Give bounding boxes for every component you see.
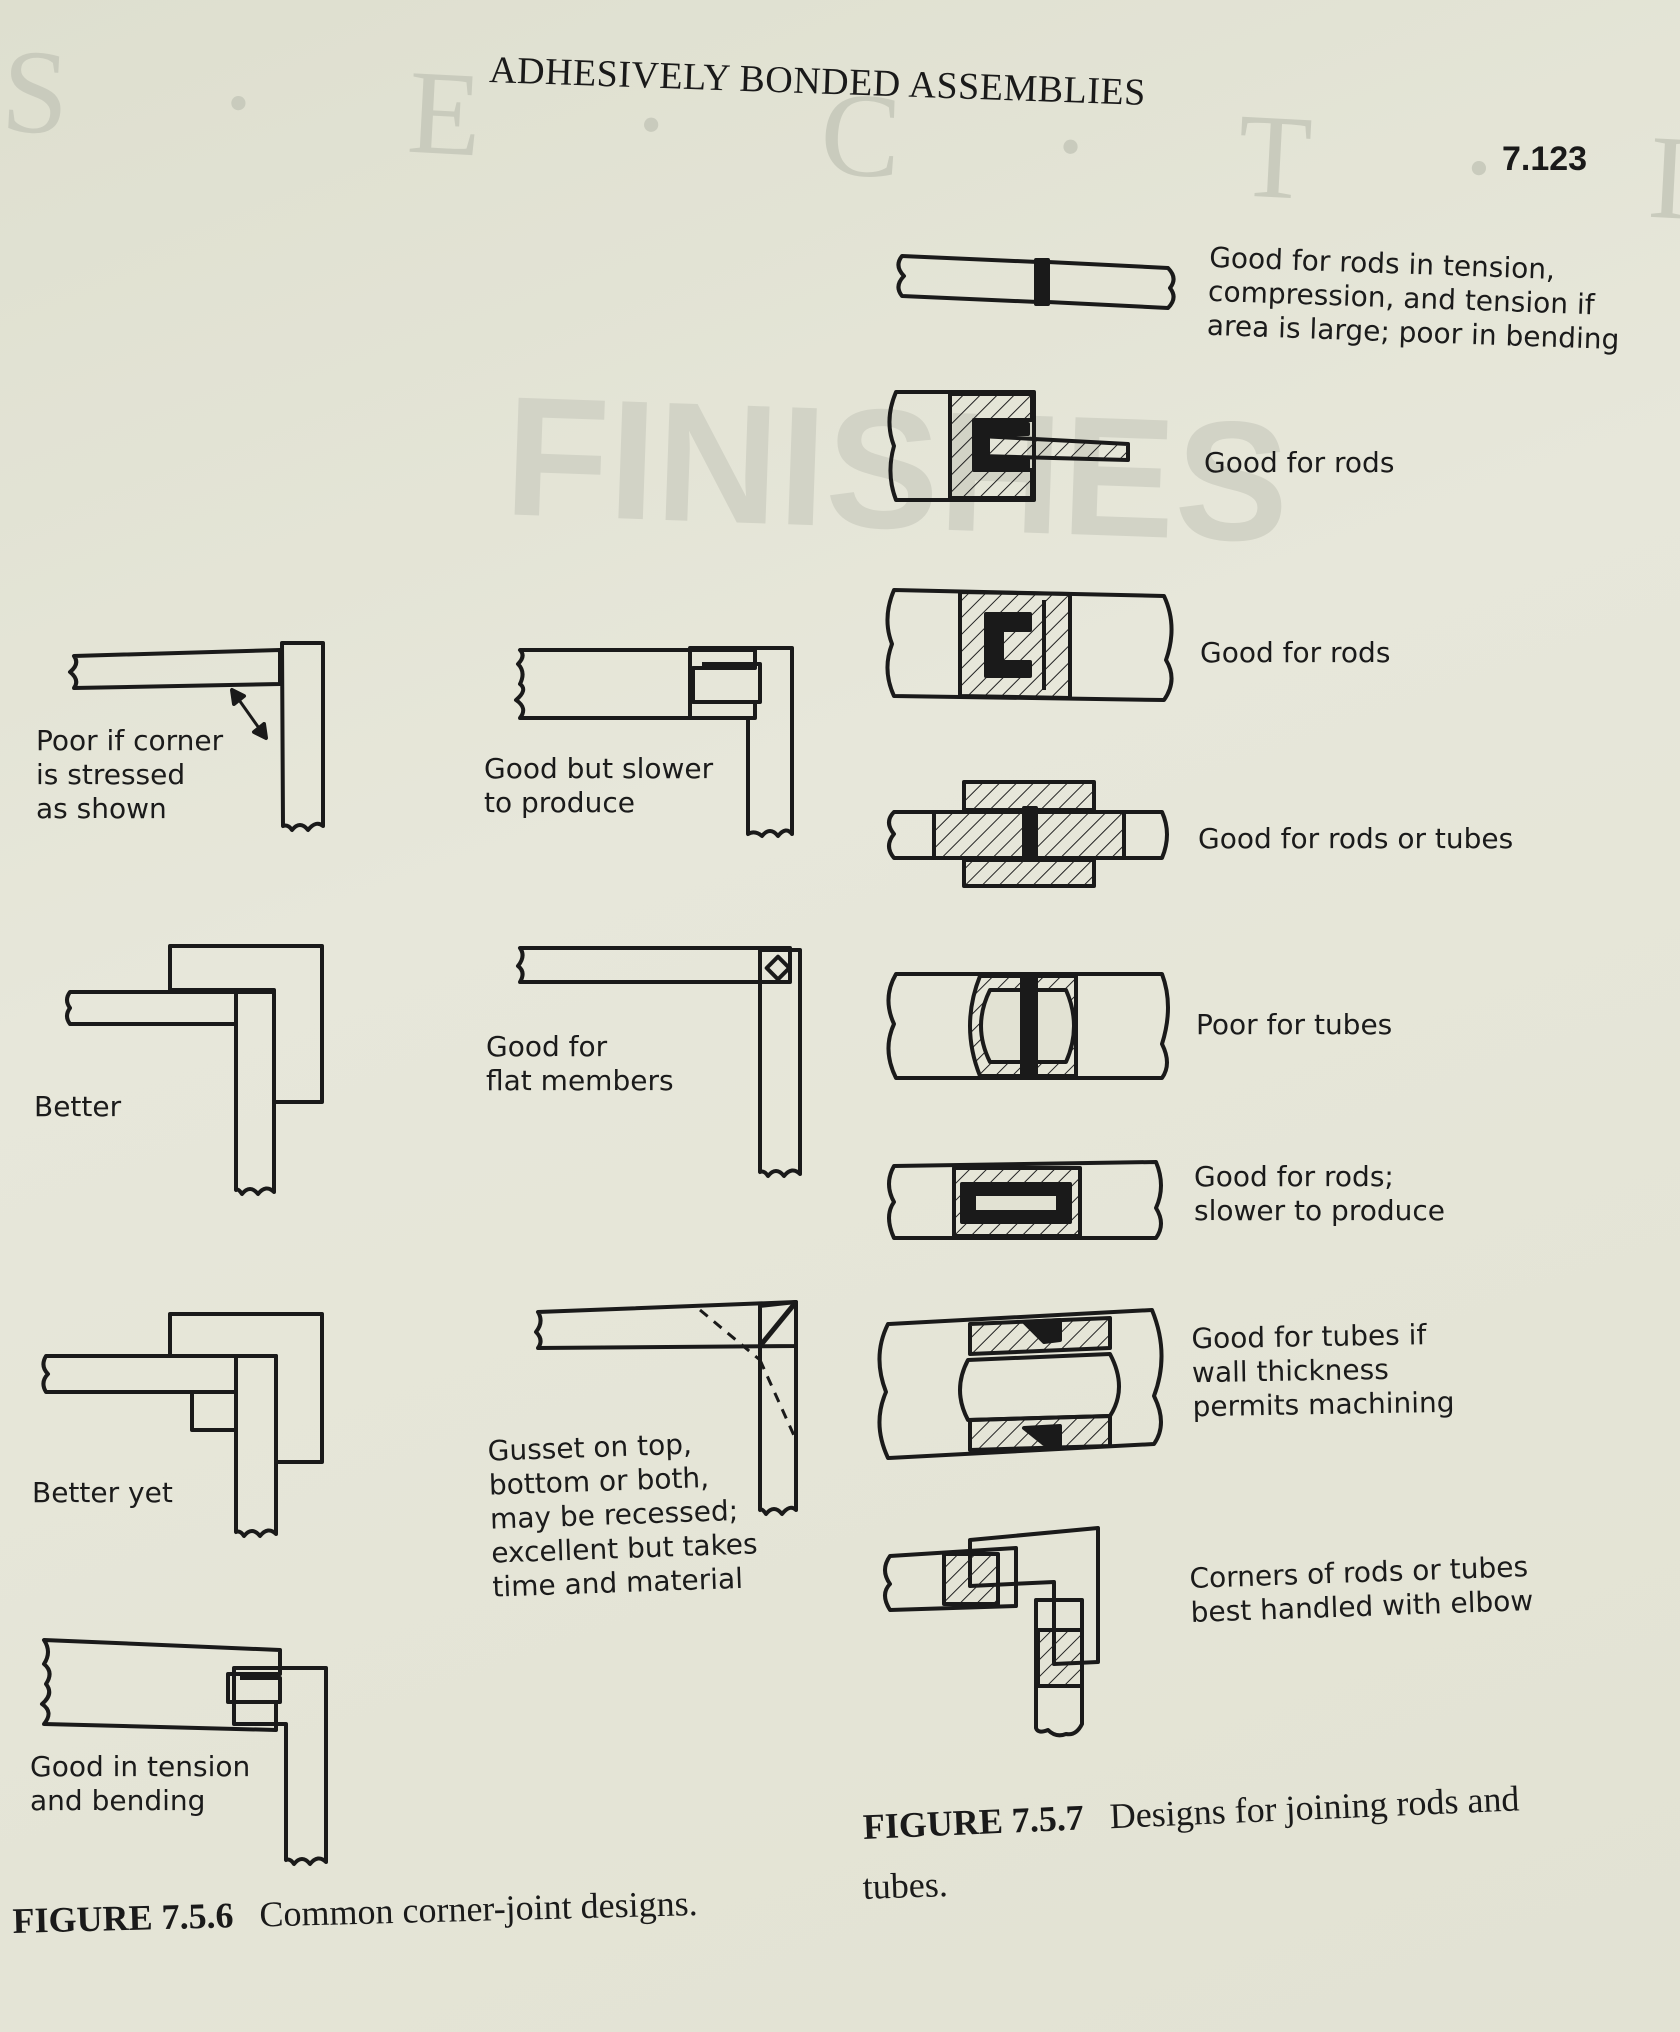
corner-joint-label-7: Good in tension and bending [30, 1750, 251, 1817]
rod-joint-label-1: Good for rods in tension, compression, a… [1206, 240, 1620, 357]
rod-joint-label-2: Good for rods [1204, 446, 1395, 479]
corner-joint-label-5: Better yet [32, 1476, 173, 1509]
rod-joint-label-3: Good for rods [1200, 636, 1391, 669]
corner-joint-double-rabbet-drawing [40, 1638, 328, 1866]
corner-joint-label-2: Good but slower to produce [484, 752, 714, 819]
rod-tongue-joint-drawing [887, 1160, 1163, 1240]
figure-757-caption-cont: tubes. [862, 1864, 949, 1907]
corner-joint-lap-drawing [65, 944, 324, 1196]
corner-joint-label-3: Better [34, 1090, 122, 1123]
corner-joint-gusset-drawing [534, 1300, 798, 1516]
corner-joint-label-1: Poor if corner is stressed as shown [36, 724, 224, 825]
rod-stepped-joint-drawing [885, 588, 1174, 702]
rod-butt-joint-drawing [896, 254, 1176, 310]
corner-joint-label-4: Good for flat members [486, 1030, 674, 1097]
figure-757-number: FIGURE 7.5.7 [862, 1797, 1085, 1847]
corner-joint-flat-drawing [516, 946, 802, 1178]
corner-joint-stepped-lap-drawing [41, 1312, 324, 1538]
tube-lap-joint-drawing [877, 1308, 1164, 1460]
tube-butt-joint-drawing [886, 972, 1170, 1080]
rod-elbow-joint-drawing [883, 1526, 1100, 1738]
rod-joint-label-6: Good for rods; slower to produce [1194, 1160, 1445, 1227]
page-number: 7.123 [1502, 140, 1588, 178]
rod-joint-label-4: Good for rods or tubes [1198, 822, 1514, 855]
corner-joint-label-6: Gusset on top, bottom or both, may be re… [487, 1427, 759, 1604]
rod-socket-joint-drawing [887, 390, 1130, 502]
rod-joint-label-5: Poor for tubes [1196, 1008, 1393, 1041]
rod-joint-label-8: Corners of rods or tubes best handled wi… [1188, 1550, 1534, 1629]
figure-756-number: FIGURE 7.5.6 [12, 1895, 235, 1941]
rod-sleeve-joint-drawing [887, 780, 1169, 888]
rod-joint-label-7: Good for tubes if wall thickness permits… [1191, 1318, 1455, 1424]
corner-joint-butt-drawing [68, 641, 325, 832]
corner-joint-rabbet-drawing [514, 646, 794, 838]
